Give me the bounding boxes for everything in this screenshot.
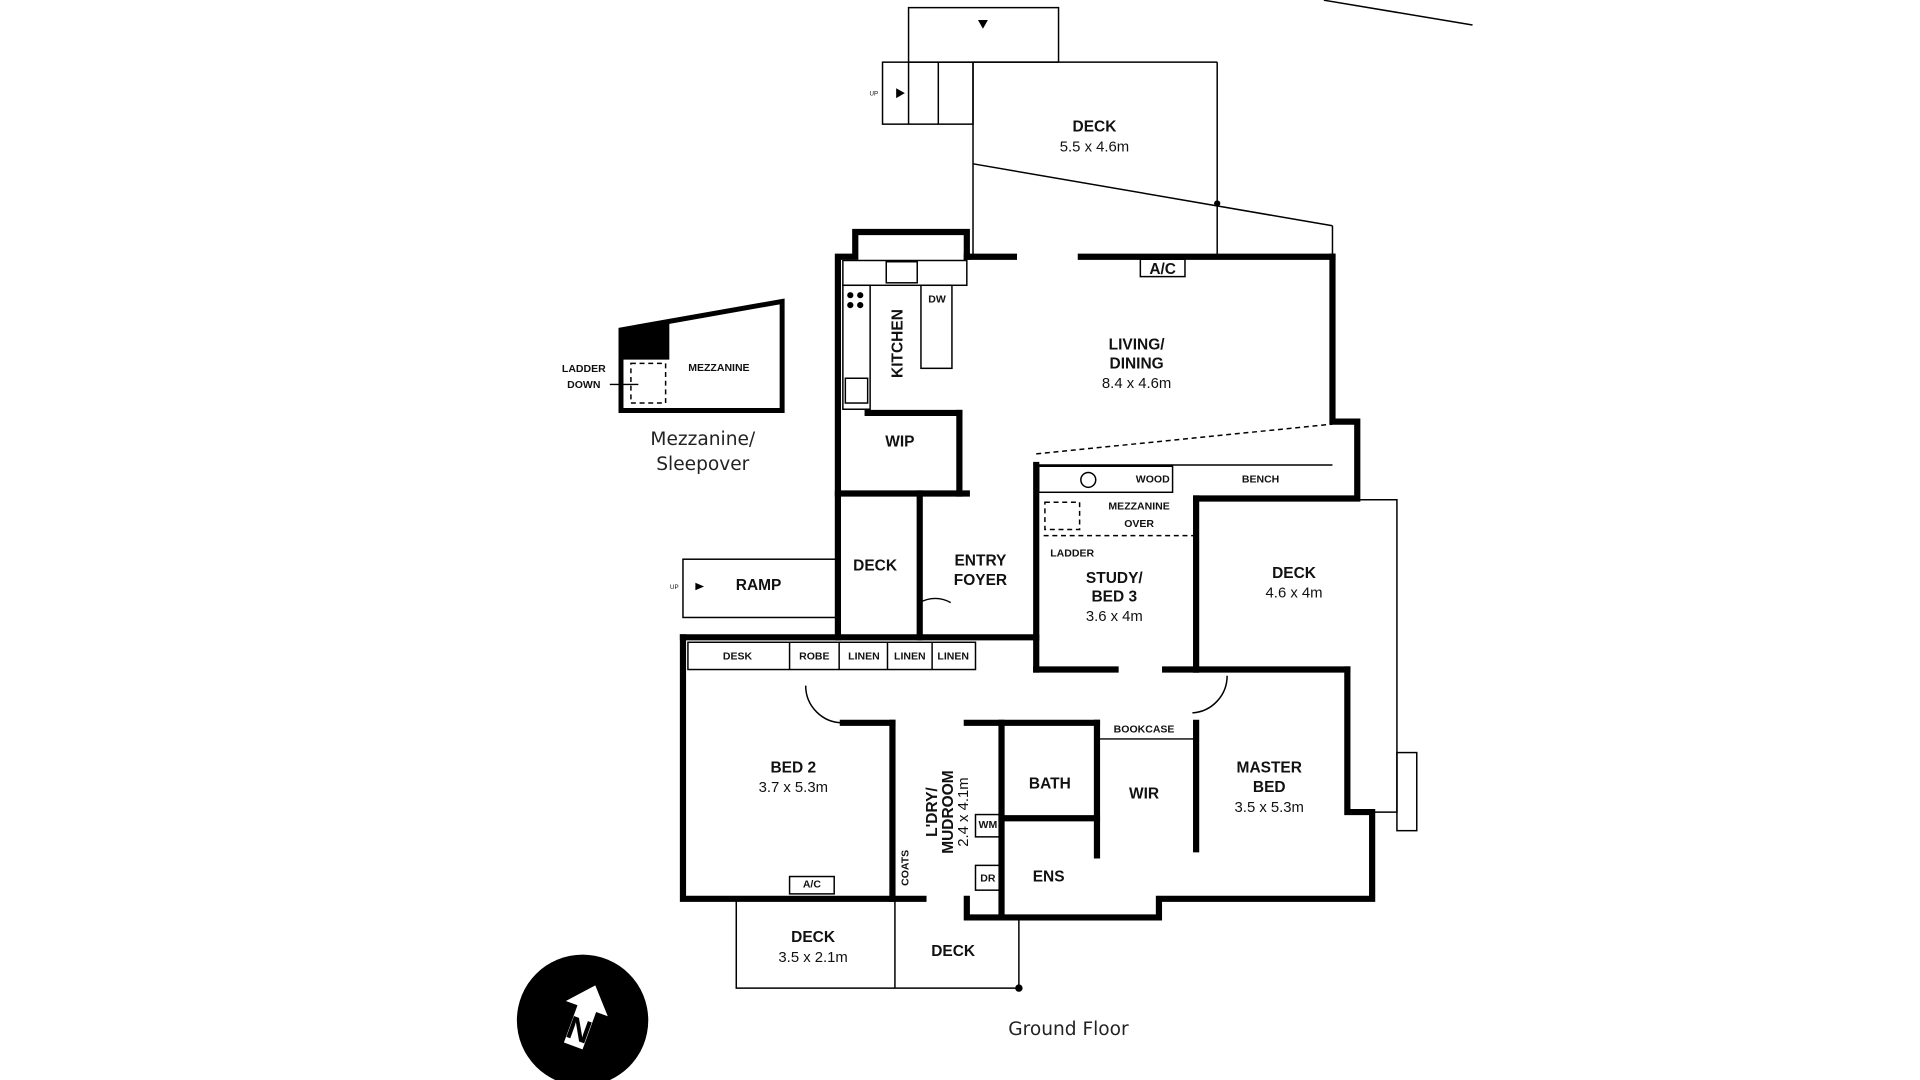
- svg-text:LINEN: LINEN: [894, 651, 926, 663]
- bench-label: BENCH: [1242, 473, 1279, 485]
- entry-label-1: ENTRY: [954, 552, 1007, 569]
- bath-label: BATH: [1029, 776, 1071, 793]
- svg-text:MEZZANINE: MEZZANINE: [688, 362, 749, 374]
- mezzanine-caption-2: Sleepover: [656, 454, 749, 475]
- study-label-2: BED 3: [1092, 588, 1138, 605]
- master-label-1: MASTER: [1237, 759, 1302, 776]
- living-size: 8.4 x 4.6m: [1102, 376, 1171, 392]
- svg-text:DECK: DECK: [853, 557, 898, 574]
- mezzanine-inset: MEZZANINE LADDER DOWN: [562, 298, 785, 413]
- kitchen-fixtures: [788, 258, 1186, 895]
- laundry-label-2: MUDROOM: [940, 770, 957, 853]
- deck-entry: DECK: [837, 493, 898, 638]
- mezzanine-caption-1: Mezzanine/: [650, 429, 755, 450]
- svg-text:RAMP: RAMP: [736, 577, 782, 594]
- living-label-2: DINING: [1110, 355, 1164, 372]
- svg-text:4.6 x 4m: 4.6 x 4m: [1266, 586, 1323, 602]
- study-label-1: STUDY/: [1086, 570, 1143, 587]
- svg-text:UP: UP: [670, 584, 679, 591]
- living-label-1: LIVING/: [1109, 337, 1166, 354]
- dr-label: DR: [980, 872, 996, 884]
- wood-label: WOOD: [1136, 473, 1170, 485]
- laundry-label-1: L'DRY/: [924, 787, 941, 837]
- svg-text:DOWN: DOWN: [567, 379, 600, 391]
- svg-text:DECK: DECK: [1073, 119, 1118, 136]
- mezzanine-edge: [1036, 423, 1333, 455]
- kitchen-label: KITCHEN: [889, 309, 906, 378]
- svg-text:5.5 x 4.6m: 5.5 x 4.6m: [1060, 139, 1129, 155]
- study-size: 3.6 x 4m: [1086, 609, 1143, 625]
- svg-text:DECK: DECK: [931, 943, 976, 960]
- master-door[interactable]: [1192, 675, 1228, 714]
- deck-top: DECK 5.5 x 4.6m: [972, 0, 1473, 257]
- svg-text:UP: UP: [870, 91, 879, 98]
- ens-label: ENS: [1033, 868, 1065, 885]
- laundry-size: 2.4 x 4.1m: [956, 777, 972, 846]
- cupboards: DESK ROBE LINEN LINEN LINEN: [687, 641, 977, 671]
- svg-text:DECK: DECK: [791, 929, 836, 946]
- svg-text:ROBE: ROBE: [799, 651, 829, 663]
- wm-label: WM: [979, 819, 998, 831]
- master-label-2: BED: [1253, 779, 1286, 796]
- svg-text:DECK: DECK: [1272, 565, 1317, 582]
- entry-door[interactable]: [919, 597, 952, 604]
- wip-label: WIP: [885, 433, 914, 450]
- bookcase-label: BOOKCASE: [1114, 724, 1175, 736]
- top-stairs: UP: [870, 6, 1060, 125]
- mezzanine-over-1: MEZZANINE: [1108, 501, 1169, 513]
- dw-label: DW: [928, 294, 946, 306]
- svg-text:LINEN: LINEN: [848, 651, 880, 663]
- north-arrow-icon: N: [516, 954, 649, 1080]
- bed2-size: 3.7 x 5.3m: [759, 780, 828, 796]
- bed2-door[interactable]: [804, 685, 843, 724]
- svg-text:3.5 x 2.1m: 3.5 x 2.1m: [778, 950, 847, 966]
- ac-bed2-label: A/C: [803, 879, 822, 891]
- svg-text:LINEN: LINEN: [937, 651, 969, 663]
- ladder-hatch: [1044, 501, 1081, 531]
- ground-floor-caption: Ground Floor: [1008, 1019, 1129, 1040]
- coats-label: COATS: [900, 850, 912, 886]
- svg-text:DESK: DESK: [723, 651, 753, 663]
- ac-label: A/C: [1149, 261, 1176, 278]
- svg-text:LADDER: LADDER: [562, 363, 606, 375]
- deck-right: DECK 4.6 x 4m: [1196, 498, 1418, 832]
- bed2-label: BED 2: [770, 759, 816, 776]
- ladder-label: LADDER: [1050, 548, 1094, 560]
- entry-label-2: FOYER: [954, 572, 1007, 589]
- mezzanine-over-2: OVER: [1124, 518, 1154, 530]
- ramp: UP RAMP: [670, 558, 839, 619]
- wir-label: WIR: [1129, 785, 1159, 802]
- master-size: 3.5 x 5.3m: [1235, 800, 1304, 816]
- deck-bottom: DECK 3.5 x 2.1m DECK: [735, 898, 1023, 992]
